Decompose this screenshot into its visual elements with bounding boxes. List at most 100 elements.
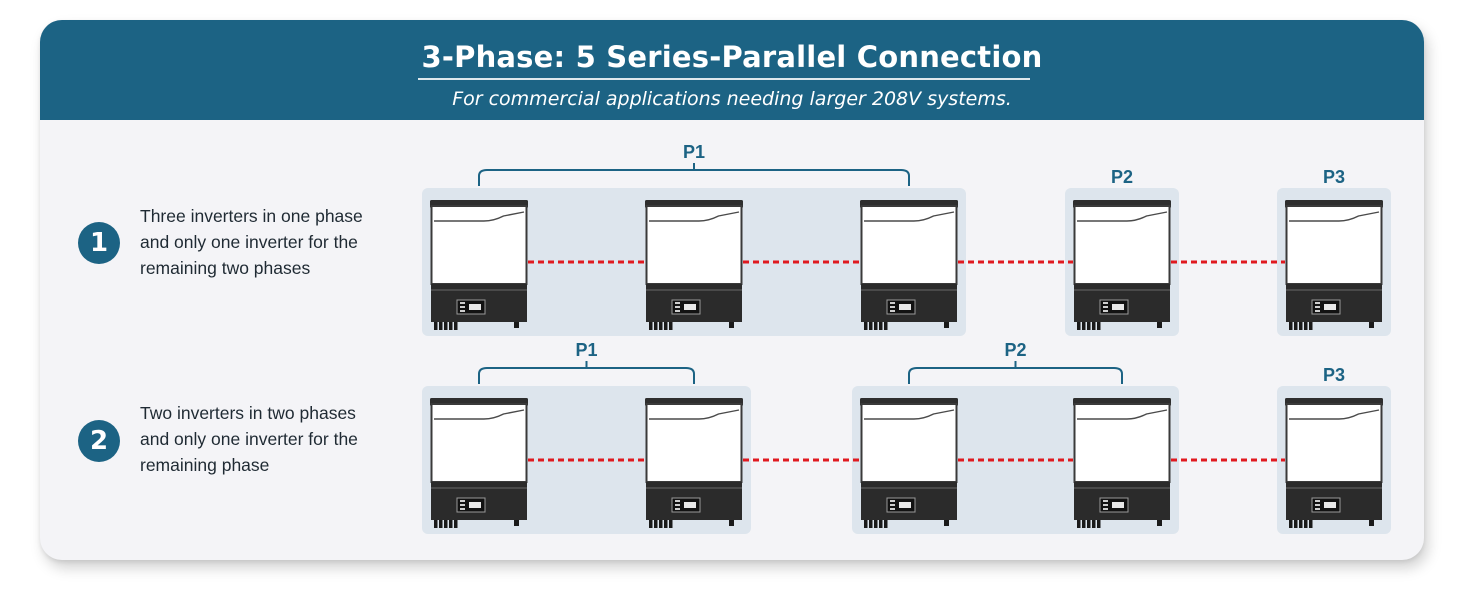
inverter-button: [1103, 508, 1108, 510]
inverter-button: [675, 302, 680, 304]
inverter-terminal: [879, 322, 883, 330]
inverter-lcd: [899, 502, 911, 508]
row-2-line-1: Two inverters in two phases: [140, 403, 356, 423]
inverter-body: [1073, 403, 1171, 483]
row-2-line-3: remaining phase: [140, 455, 270, 475]
row-1-description: Three inverters in one phase and only on…: [140, 203, 410, 281]
row-1-line-3: remaining two phases: [140, 258, 311, 278]
inverter-button: [1315, 504, 1320, 506]
inverter-button: [890, 302, 895, 304]
row-2-phase-label-p2: P2: [1004, 340, 1026, 360]
inverter-face-line: [864, 211, 955, 222]
inverter-body: [645, 205, 743, 285]
inverter-button: [675, 306, 680, 308]
inverter-terminal: [1294, 322, 1298, 330]
inverter-terminal: [1092, 322, 1096, 330]
inverter-lcd: [1112, 304, 1124, 310]
inverter-terminal: [649, 520, 653, 528]
inverter-button: [460, 306, 465, 308]
inverter-terminal: [1369, 322, 1374, 328]
inverter-face-line: [1289, 409, 1380, 420]
inverter-button: [460, 310, 465, 312]
inverter-terminal: [444, 520, 448, 528]
inverter-terminal: [1304, 520, 1308, 528]
inverter-terminal: [879, 520, 883, 528]
inverter-body: [645, 403, 743, 483]
page-title: 3-Phase: 5 Series-Parallel Connection: [421, 40, 1043, 74]
inverter-terminal: [664, 322, 668, 330]
row-2-number-badge: 2: [78, 420, 120, 462]
inverter-terminal: [449, 322, 453, 330]
inverter-terminal: [874, 322, 878, 330]
row-2-phase-label-p1: P1: [575, 340, 597, 360]
inverter-terminal: [869, 322, 873, 330]
inverter-button: [1103, 302, 1108, 304]
inverter-terminal: [1157, 322, 1162, 328]
row-2-inverter-3: [860, 398, 958, 528]
inverter-body: [860, 403, 958, 483]
inverter-lcd: [1112, 502, 1124, 508]
inverter-button: [890, 310, 895, 312]
row-2-inverter-2: [645, 398, 743, 528]
inverter-lcd: [469, 502, 481, 508]
inverter-terminal: [514, 520, 519, 526]
inverter-button: [1315, 508, 1320, 510]
inverter-terminal: [454, 322, 458, 330]
inverter-lcd: [469, 304, 481, 310]
inverter-face-line: [434, 409, 525, 420]
inverter-body: [860, 205, 958, 285]
inverter-terminal: [1082, 520, 1086, 528]
inverter-body: [430, 205, 528, 285]
inverter-terminal: [1087, 520, 1091, 528]
inverter-terminal: [1309, 520, 1313, 528]
inverter-terminal: [654, 322, 658, 330]
inverter-face-line: [1077, 409, 1168, 420]
inverter-face-line: [1289, 211, 1380, 222]
inverter-face-line: [864, 409, 955, 420]
phase-bracket: [478, 361, 695, 384]
inverter-button: [1315, 310, 1320, 312]
inverter-terminal: [434, 520, 438, 528]
inverter-terminal: [1092, 520, 1096, 528]
header-banner: 3-Phase: 5 Series-Parallel Connection Fo…: [40, 20, 1424, 120]
inverter-terminal: [669, 322, 673, 330]
row-1-inverter-5: [1285, 200, 1383, 330]
inverter-terminal: [449, 520, 453, 528]
inverter-button: [460, 302, 465, 304]
inverter-button: [675, 508, 680, 510]
inverter-terminal: [1369, 520, 1374, 526]
inverter-button: [675, 500, 680, 502]
inverter-terminal: [439, 520, 443, 528]
inverter-button: [1315, 302, 1320, 304]
inverter-button: [675, 310, 680, 312]
inverter-terminal: [444, 322, 448, 330]
inverter-terminal: [874, 520, 878, 528]
inverter-terminal: [1294, 520, 1298, 528]
inverter-terminal: [659, 322, 663, 330]
inverter-button: [890, 504, 895, 506]
row-2-description: Two inverters in two phases and only one…: [140, 400, 410, 478]
diagram-card: 3-Phase: 5 Series-Parallel Connection Fo…: [40, 20, 1424, 560]
inverter-terminal: [944, 322, 949, 328]
page-subtitle: For commercial applications needing larg…: [452, 88, 1012, 110]
inverter-terminal: [669, 520, 673, 528]
inverter-terminal: [884, 322, 888, 330]
inverter-terminal: [1289, 520, 1293, 528]
inverter-terminal: [1087, 322, 1091, 330]
inverter-terminal: [649, 322, 653, 330]
inverter-button: [1103, 310, 1108, 312]
row-1-phase-label-p2: P2: [1111, 167, 1133, 187]
inverter-lcd: [1324, 304, 1336, 310]
row-1-line-2: and only one inverter for the: [140, 232, 358, 252]
inverter-button: [1103, 504, 1108, 506]
row-2-inverter-4: [1073, 398, 1171, 528]
row-2-inverter-1: [430, 398, 528, 528]
inverter-lcd: [1324, 502, 1336, 508]
inverter-button: [1103, 500, 1108, 502]
inverter-face-line: [434, 211, 525, 222]
inverter-button: [460, 508, 465, 510]
row-1-inverter-1: [430, 200, 528, 330]
row-1-phase-label-p3: P3: [1323, 167, 1345, 187]
inverter-terminal: [454, 520, 458, 528]
